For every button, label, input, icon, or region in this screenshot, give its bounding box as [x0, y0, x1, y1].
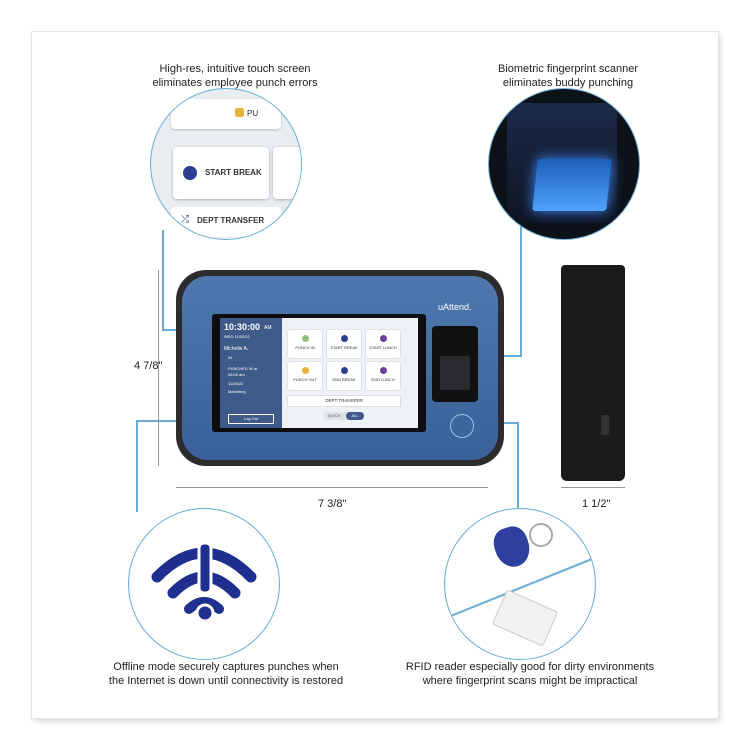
depth-dim: 1 1/2" [582, 498, 611, 510]
brand-logo: uAttend. [438, 302, 472, 312]
touch-zoom-circle: PU START BREAK ⤮ DEPT TRANSFER [150, 88, 302, 240]
rfid-card-icon [491, 589, 559, 647]
tile-punch-out[interactable]: PUNCH OUT [288, 362, 322, 390]
depth-dim-line [561, 487, 625, 488]
zoom-tile-dept-transfer-label: DEPT TRANSFER [197, 216, 265, 225]
department: Marketing [228, 389, 246, 394]
coffee-icon [340, 367, 348, 374]
clock-ampm: AM [264, 325, 272, 331]
time-clock-device: uAttend. 10:30:00 AM WED 11/02/22 Michel… [176, 270, 504, 466]
biometric-connector-h [486, 355, 522, 357]
zoom-tile-punch: PU [171, 99, 281, 129]
lunch-icon [379, 367, 387, 374]
device-face: uAttend. 10:30:00 AM WED 11/02/22 Michel… [182, 276, 498, 460]
punched-date: 11/05/22 [228, 381, 244, 386]
punch-icon [235, 108, 244, 117]
touch-caption-text: High-res, intuitive touch screen elimina… [152, 63, 318, 89]
scanner-window [440, 356, 470, 390]
fingerprint-sensor [532, 159, 612, 211]
fingerprint-scanner[interactable] [432, 326, 478, 402]
shuffle-icon: ⤮ [181, 214, 189, 225]
coffee-icon [340, 335, 348, 342]
height-dim-line [158, 270, 159, 466]
rfid-caption: RFID reader especially good for dirty en… [370, 660, 690, 688]
rfid-fob-icon [489, 522, 535, 572]
rfid-caption-text: RFID reader especially good for dirty en… [405, 661, 655, 687]
tile-start-lunch-label: START LUNCH [369, 345, 397, 350]
punched-label: PUNCHED IN at [228, 366, 258, 371]
punched-time: 08:00 am [228, 372, 245, 377]
lunch-icon [379, 335, 387, 342]
tile-end-lunch[interactable]: END LUNCH [366, 362, 400, 390]
zoom-tile-start-break-label: START BREAK [205, 168, 262, 177]
dept-transfer-button[interactable]: DEPT TRANSFER [288, 396, 400, 406]
user-name: Michelle A. [224, 346, 249, 352]
rfid-connector [517, 422, 519, 512]
zoom-tile-punch-label: PU [247, 109, 259, 118]
height-dim: 4 7/8" [134, 360, 163, 372]
rfid-reader-icon [450, 414, 474, 438]
device-screen: 10:30:00 AM WED 11/02/22 Michelle A. IN … [212, 314, 426, 432]
usb-port [601, 415, 609, 435]
tile-punch-in[interactable]: PUNCH IN [288, 330, 322, 358]
zoom-tile-dept-transfer: ⤮ DEPT TRANSFER [171, 207, 281, 237]
rfid-zoom-circle [444, 508, 596, 660]
zoom-tile-partial [273, 147, 301, 199]
toggle-all[interactable]: ALL [346, 412, 364, 420]
logout-button[interactable]: Log Out [228, 414, 274, 424]
biometric-caption: Biometric fingerprint scanner eliminates… [468, 62, 668, 90]
tile-end-break[interactable]: END BREAK [327, 362, 361, 390]
device-side-view [561, 265, 625, 481]
zoom-tile-start-break: START BREAK [173, 147, 269, 199]
keyring-icon [529, 523, 553, 547]
user-status: IN [228, 355, 232, 360]
tile-end-lunch-label: END LUNCH [371, 377, 395, 382]
tile-start-break[interactable]: START BREAK [327, 330, 361, 358]
tile-end-break-label: END BREAK [332, 377, 356, 382]
offline-caption: Offline mode securely captures punches w… [76, 660, 376, 688]
punch-out-icon [301, 367, 309, 374]
clock-time: 10:30:00 [224, 322, 261, 332]
tile-start-lunch[interactable]: START LUNCH [366, 330, 400, 358]
tile-punch-out-label: PUNCH OUT [293, 377, 317, 382]
width-dim-line [176, 487, 488, 488]
fingerprint-zoom-circle [488, 88, 640, 240]
punch-in-icon [301, 335, 309, 342]
coffee-icon [183, 166, 197, 180]
offline-zoom-circle [128, 508, 280, 660]
view-toggle[interactable]: QUICK ALL [324, 412, 364, 420]
status-panel: 10:30:00 AM WED 11/02/22 Michelle A. IN … [220, 318, 282, 428]
toggle-quick[interactable]: QUICK [328, 413, 341, 418]
offline-caption-text: Offline mode securely captures punches w… [108, 661, 344, 687]
biometric-connector [520, 226, 522, 356]
width-dim: 7 3/8" [318, 498, 347, 510]
touch-screen-caption: High-res, intuitive touch screen elimina… [120, 62, 350, 90]
tile-punch-in-label: PUNCH IN [295, 345, 315, 350]
biometric-caption-text: Biometric fingerprint scanner eliminates… [497, 63, 638, 89]
tile-start-break-label: START BREAK [330, 345, 358, 350]
clock-date: WED 11/02/22 [224, 334, 250, 339]
offline-connector [136, 420, 138, 512]
screen-ui: 10:30:00 AM WED 11/02/22 Michelle A. IN … [220, 318, 418, 428]
touch-connector [162, 230, 164, 330]
offline-wifi-icon [151, 541, 257, 623]
